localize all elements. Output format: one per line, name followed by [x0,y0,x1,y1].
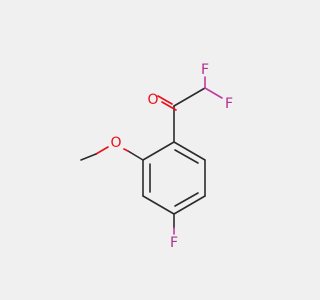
atom-label-fluorine-right: F [225,96,233,112]
atom-label-methoxy-oxygen: O [110,135,121,151]
ring-bond-c4-c5 [173,195,206,215]
ring-bond-c6-c1 [173,141,206,161]
bond-carbonyl-double-a [157,95,173,105]
ring-bond-c1-c2 [142,141,175,161]
bond-methoxy-o-ring-side [123,148,129,152]
ring-double-bond-c5-c4 [174,192,199,207]
molecule-structure: O O F F F [80,62,233,251]
ring-double-bond-c1-c6 [174,149,199,164]
atom-label-fluorine-top: F [201,62,209,78]
atom-label-carbonyl-oxygen: O [147,92,158,108]
atom-label-fluorine-ring: F [170,235,178,251]
bond-carbonyl-double-b [161,101,177,111]
bond-methoxy-o-methyl [95,146,109,155]
bond-carbonyl-chf2 [173,87,206,107]
ring-bond-c3-c4 [142,195,175,215]
bond-chf2-f-right [204,87,223,99]
bond-ring-methoxy-o [127,150,144,161]
bond-methoxy-methyl [80,153,97,161]
benzene-ring [142,141,206,215]
